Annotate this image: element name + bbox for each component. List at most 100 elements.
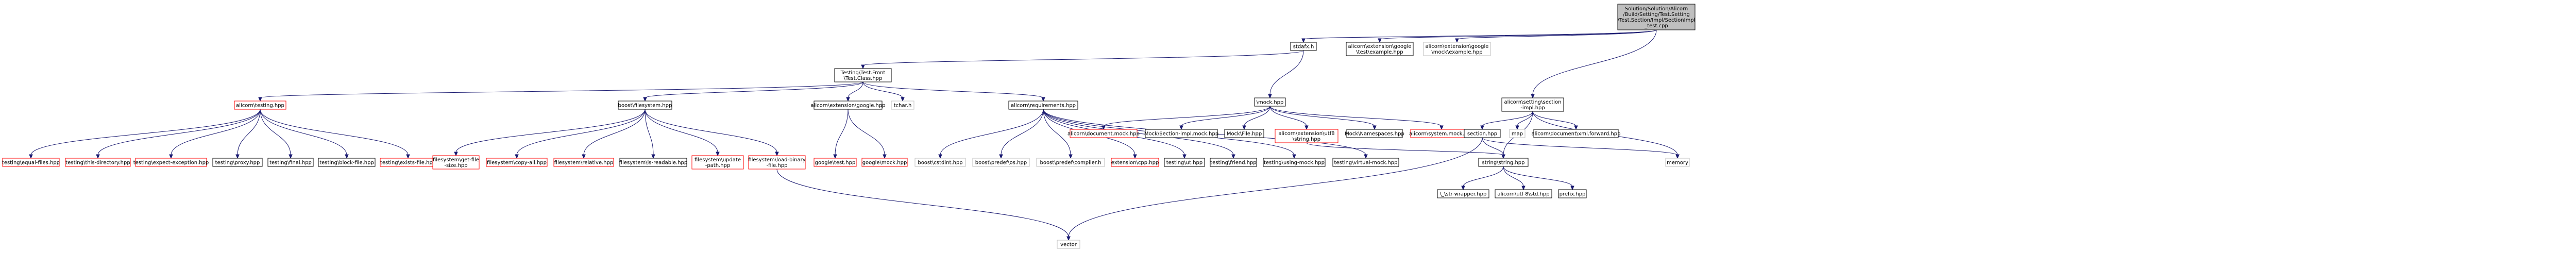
edge-line [848, 81, 863, 98]
node-t-equal[interactable]: testing\equal-files.hpp [2, 158, 60, 167]
node-testing-using-mock[interactable]: testing\using-mock.hpp [1263, 158, 1326, 167]
node-utf8-std[interactable]: alicorn\utf-8\std.hpp [1495, 189, 1552, 198]
arrowhead-icon [1531, 94, 1535, 99]
node-fs-relative[interactable]: filesystem\relative.hpp [553, 158, 614, 167]
node-t-block[interactable]: testing\block-file.hpp [318, 158, 376, 167]
node-tf-class[interactable]: Testing\Test.Front\Test.Class.hpp [834, 68, 892, 82]
node-box [748, 155, 806, 170]
arrowhead-icon [1574, 125, 1578, 130]
node-memory[interactable]: memory [1665, 158, 1690, 167]
node-t-proxy[interactable]: testing\proxy.hpp [212, 158, 263, 167]
edge-tf_class-to-boost_fs [643, 81, 863, 102]
node-label-line: section.hpp [1467, 131, 1497, 137]
arrowhead-icon [29, 154, 33, 159]
node-label-line: alicorn\extension\utf8 [1278, 131, 1334, 137]
node-string-hpp[interactable]: string\string.hpp [1478, 158, 1529, 167]
node-box [1332, 158, 1399, 167]
edge-alicorn_testing-to-t_thisdir [96, 109, 261, 159]
node-mock-sect-impl[interactable]: Mock\Section-impl.mock.hpp [1144, 129, 1218, 138]
node-boost-cstdint[interactable]: boost\cstdint.hpp [914, 158, 966, 167]
node-root[interactable]: Solution/Solution/Alicorn/Build/Setting/… [1617, 4, 1696, 30]
edge-boost_fs-to-fs_loadbin [645, 109, 779, 157]
edge-boost_fs-to-fs_readable [645, 109, 655, 159]
arrowhead-icon [651, 154, 655, 159]
edge-sect_impl-to-map [1515, 111, 1533, 130]
node-label-line: \test\example.hpp [1356, 49, 1403, 55]
node-tstr-wrapper[interactable]: \_\str-wrapper.hpp [1437, 189, 1489, 198]
arrowhead-icon [1378, 38, 1382, 43]
node-stdafx[interactable]: stdafx.h [1290, 42, 1317, 51]
node-label-line: testing\final.hpp [269, 160, 312, 166]
node-fs-readable[interactable]: filesystem\is-readable.hpp [619, 158, 688, 167]
node-box [1263, 158, 1326, 167]
node-fs-copyall[interactable]: filesystem\copy-all.hpp [486, 158, 548, 167]
node-box [891, 100, 914, 110]
edge-line [260, 109, 347, 156]
node-label-line: \mock\example.hpp [1431, 49, 1482, 55]
node-mock-ns[interactable]: Mock\Namespaces.hpp [1345, 129, 1404, 138]
node-section-hpp[interactable]: section.hpp [1464, 129, 1501, 138]
node-sect-impl[interactable]: alicorn\setting\section-impl.hpp [1501, 97, 1564, 112]
edge-alicorn_testing-to-t_equal [29, 109, 261, 159]
node-doc-mock[interactable]: alicorn\document.mock.hpp [1067, 129, 1140, 138]
arrowhead-icon [1292, 154, 1296, 159]
edge-fs_loadbin-to-vector [776, 169, 1071, 241]
node-requirements[interactable]: alicorn\requirements.hpp [1008, 100, 1078, 110]
node-prefix[interactable]: prefix.hpp [1558, 189, 1587, 198]
node-google-mock[interactable]: google\mock.hpp [861, 158, 908, 167]
node-boost-fs[interactable]: boost\filesystem.hpp [618, 100, 672, 110]
node-label-line: alicorn\testing.hpp [236, 103, 284, 109]
node-label-line: alicorn\document\xml.forward.hpp [1532, 131, 1621, 137]
node-box [691, 155, 744, 170]
edge-line [1517, 111, 1533, 127]
edge-line [171, 109, 261, 156]
node-t-thisdir[interactable]: testing\this-directory.hpp [65, 158, 131, 167]
node-map[interactable]: map [1509, 129, 1526, 138]
node-box [1665, 158, 1690, 167]
edge-line [1456, 29, 1657, 40]
node-t-exists[interactable]: testing\exists-file.hpp [380, 158, 436, 167]
node-label-line: _test.cpp [1644, 23, 1668, 29]
node-box [1145, 129, 1218, 138]
node-label-line: alicorn\extension\google [1348, 44, 1412, 49]
node-label-line: stdafx.h [1293, 44, 1314, 50]
node-ext-utf8[interactable]: alicorn\extension\utf8\string.hpp [1275, 129, 1338, 143]
edge-line [1306, 142, 1504, 156]
node-alicorn-testing[interactable]: alicorn\testing.hpp [234, 100, 286, 110]
edge-line [1482, 111, 1533, 127]
node-ext-cpp[interactable]: extension\cpp.hpp [1111, 158, 1159, 167]
node-t-expect[interactable]: testing\expect-exception.hpp [133, 158, 209, 167]
node-fs-getsize[interactable]: filesystem\get-file-size.hpp [432, 155, 480, 170]
node-ext-example[interactable]: alicorn\extension\google\test\example.hp… [1346, 42, 1414, 56]
node-t-final[interactable]: testing\final.hpp [267, 158, 314, 167]
node-box [318, 158, 376, 167]
node-box [618, 100, 672, 110]
node-vector[interactable]: vector [1057, 240, 1080, 249]
node-label-line: -impl.hpp [1520, 105, 1545, 111]
node-testing-virtual-mock[interactable]: testing\virtual-mock.hpp [1332, 158, 1399, 167]
node-boost-predef-comp[interactable]: boost\predef\compiler.h [1036, 158, 1105, 167]
node-ext-google[interactable]: alicorn\extension\google.hpp [810, 100, 886, 110]
node-tchar[interactable]: tchar.h [891, 100, 914, 110]
edge-line [1503, 166, 1524, 187]
node-mock-file[interactable]: Mock\File.hpp [1224, 129, 1264, 138]
node-label-line: Mock\Namespaces.hpp [1345, 131, 1404, 137]
node-testing-friend[interactable]: testing\friend.hpp [1210, 158, 1257, 167]
edge-line [455, 109, 646, 153]
arrowhead-icon [999, 154, 1003, 159]
node-mock-example[interactable]: alicorn\extension\google\mock\example.hp… [1423, 42, 1491, 56]
node-testing-ut[interactable]: testing\ut.hpp [1164, 158, 1205, 167]
edge-line [1043, 109, 1234, 156]
node-google-test[interactable]: google\test.hpp [814, 158, 857, 167]
node-fs-loadbin[interactable]: filesystem\load-binary-file.hpp [748, 155, 806, 170]
node-boost-predef-os[interactable]: boost\predef\os.hpp [972, 158, 1030, 167]
node-doc-fwd[interactable]: alicorn\document\xml.forward.hpp [1532, 129, 1621, 138]
edge-mock_hpp-to-mock_file [1242, 106, 1270, 130]
edge-line [645, 109, 654, 156]
node-fs-update[interactable]: filesystem\update-path.hpp [691, 155, 744, 170]
node-mock-hpp[interactable]: \mock.hpp [1254, 97, 1286, 107]
edge-root-to-sect_impl [1531, 29, 1657, 99]
edge-line [645, 109, 777, 153]
arrowhead-icon [582, 154, 586, 159]
node-box [914, 158, 966, 167]
